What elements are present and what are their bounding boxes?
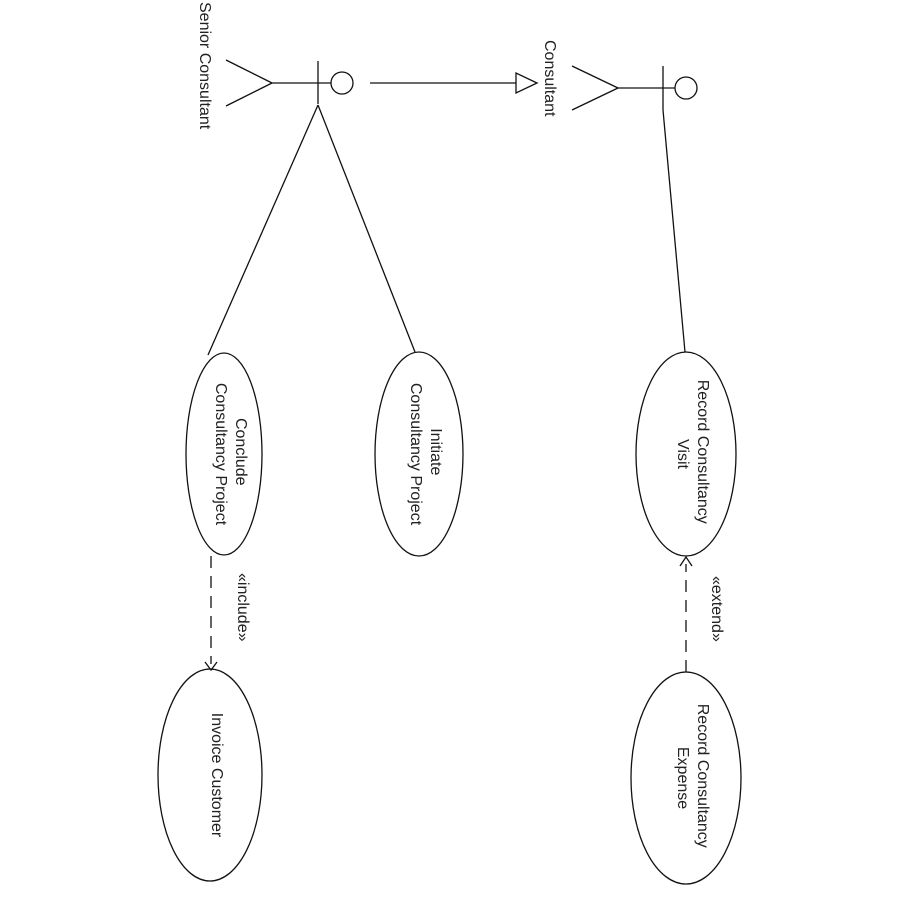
association-senior-conclude (207, 104, 319, 356)
svg-text:Record Consultancy Expen: Record Consultancy Expense (674, 704, 711, 853)
svg-text:Conclude Consultancy Pro: Conclude Consultancy Project (212, 383, 249, 526)
use-case-initiate-consultancy-project[interactable]: Initiate Consultancy Project (374, 351, 464, 557)
use-case-label-line: Initiate (427, 428, 444, 475)
actor-consultant (571, 65, 698, 111)
extend-label: «extend» (708, 576, 725, 642)
use-case-invoice-customer[interactable]: Invoice Customer (157, 668, 263, 882)
extend-relation (679, 555, 693, 672)
use-case-label-line: Expense (674, 747, 691, 809)
use-case-label-line: Invoice Customer (208, 713, 225, 838)
include-relation (204, 556, 218, 672)
generalization-arrow (370, 71, 539, 95)
actor-label-consultant: Consultant (541, 40, 558, 117)
association-senior-initiate (317, 104, 416, 353)
use-case-label-line: Consultancy Project (212, 383, 229, 526)
actor-senior-consultant (225, 59, 354, 107)
include-label: «include» (234, 573, 251, 642)
use-case-label-line: Visit (674, 439, 691, 469)
svg-text:Invoice Customer: Invoice Customer (208, 713, 225, 838)
use-case-record-consultancy-expense[interactable]: Record Consultancy Expense (630, 671, 742, 885)
use-case-label-line: Consultancy Project (407, 383, 424, 526)
use-case-label-line: Conclude (232, 418, 249, 486)
use-case-label-line: Record Consultancy (694, 380, 711, 524)
actor-label-senior-consultant: Senior Consultant (196, 2, 213, 130)
use-case-record-consultancy-visit[interactable]: Record Consultancy Visit (635, 351, 737, 557)
use-case-conclude-consultancy-project[interactable]: Conclude Consultancy Project (185, 352, 263, 556)
svg-text:Initiate Consultancy Pro: Initiate Consultancy Project (407, 383, 444, 526)
svg-text:Record Consultancy Visit: Record Consultancy Visit (674, 380, 711, 529)
use-case-label-line: Record Consultancy (694, 704, 711, 848)
association-consultant-visit (662, 109, 686, 353)
